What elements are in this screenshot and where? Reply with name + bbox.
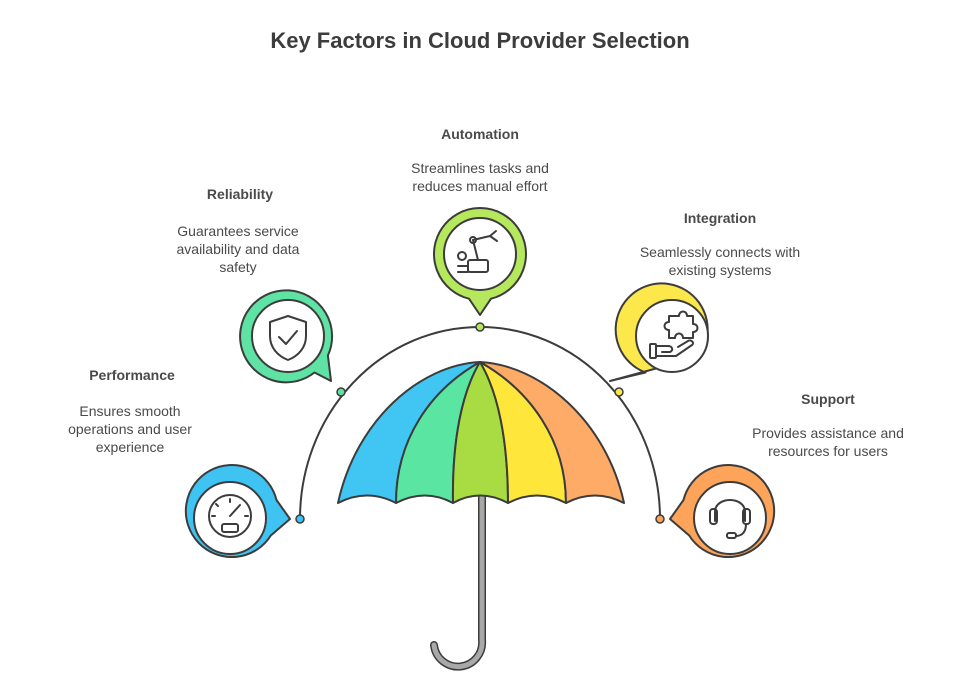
integration-title: Integration — [683, 210, 757, 226]
integration-badge — [609, 282, 709, 397]
integration-description: Seamlessly connects with existing system… — [639, 244, 801, 278]
umbrella-canopy — [337, 361, 625, 504]
integration-connector-dot — [614, 387, 624, 397]
performance-connector-dot — [295, 514, 305, 524]
canopy-panel-support — [479, 361, 625, 504]
puzzle-hand-icon — [649, 310, 699, 359]
performance-description: Ensures smooth operations and user exper… — [68, 403, 192, 455]
support-badge — [655, 464, 776, 559]
automation-description: Streamlines tasks and reduces manual eff… — [411, 160, 549, 194]
performance-badge — [184, 464, 305, 559]
automation-connector-dot — [475, 322, 485, 332]
umbrella-handle — [431, 492, 485, 670]
reliability-title: Reliability — [206, 186, 274, 202]
page-title: Key Factors in Cloud Provider Selection — [270, 28, 690, 53]
support-title: Support — [801, 391, 855, 407]
support-description: Provides assistance and resources for us… — [752, 425, 904, 459]
reliability-badge — [239, 289, 346, 397]
automation-title: Automation — [441, 126, 519, 142]
performance-title: Performance — [89, 367, 175, 383]
speedometer-icon — [208, 494, 252, 538]
headset-icon — [709, 499, 751, 539]
shield-check-icon — [269, 315, 307, 361]
support-connector-dot — [655, 514, 665, 524]
reliability-connector-dot — [336, 387, 346, 397]
robot-arm-icon — [457, 230, 498, 273]
automation-badge — [433, 207, 527, 332]
reliability-description: Guarantees service availability and data… — [176, 223, 300, 275]
umbrella-handle-outline — [430, 491, 487, 671]
